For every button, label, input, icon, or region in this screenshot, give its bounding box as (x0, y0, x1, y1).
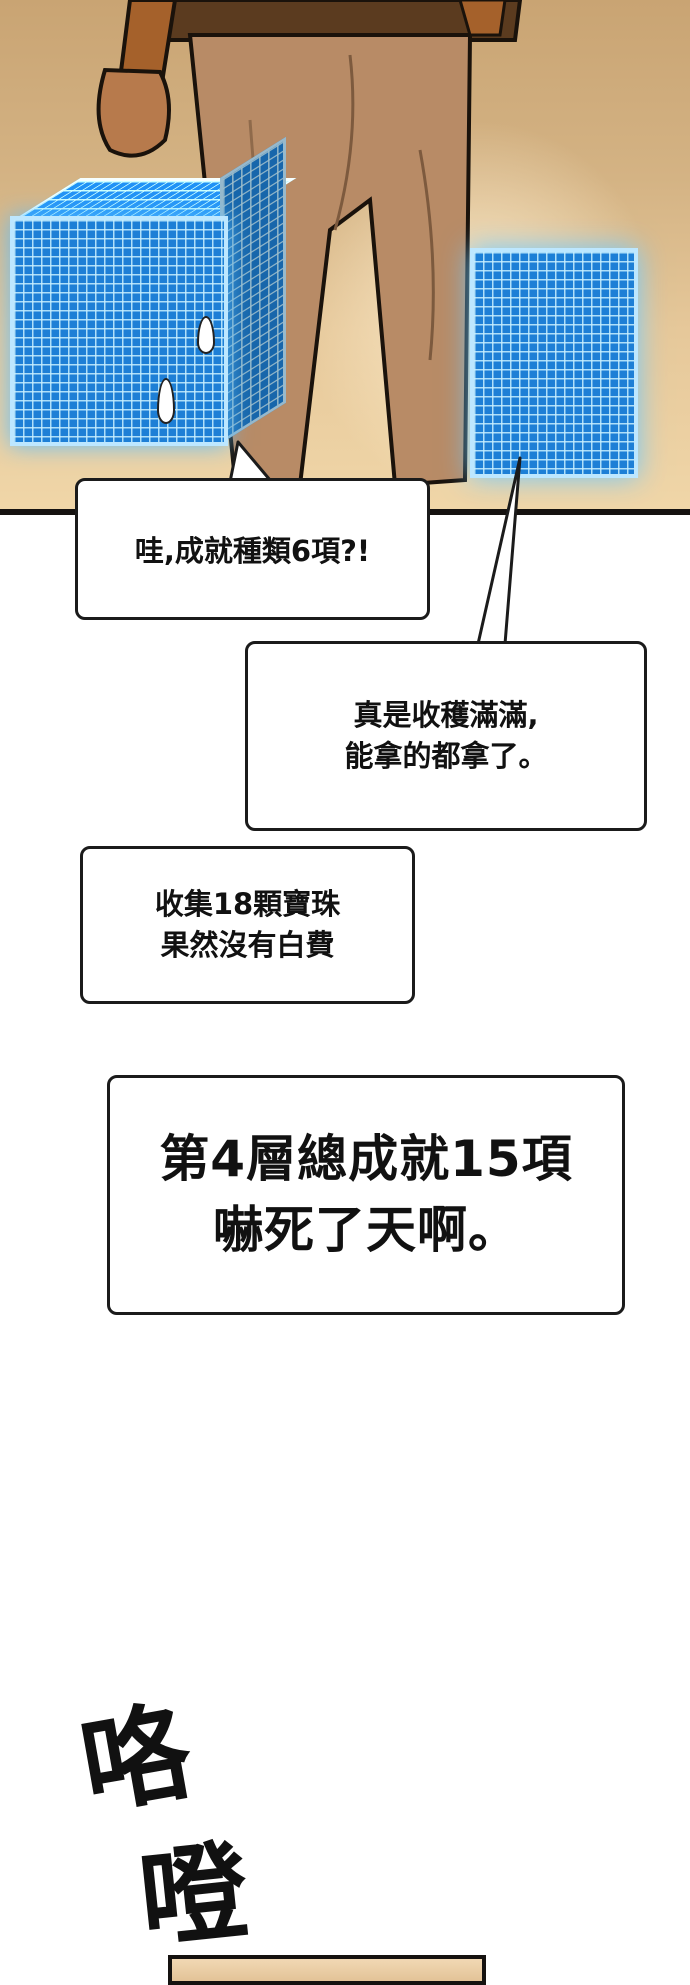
sound-effect-char-2: 噔 (133, 1828, 255, 1965)
sweat-drop-icon (157, 378, 175, 424)
sound-effect-char-1: 咯 (71, 1688, 200, 1831)
next-panel-edge (168, 1955, 486, 1985)
speech-bubble-achievement-types: 哇,成就種類6項?! (75, 478, 430, 620)
bubble-text: 第4層總成就15項 嚇死了天啊。 (159, 1130, 573, 1259)
bubble-text: 哇,成就種類6項?! (134, 534, 371, 568)
sweat-drop-icon (197, 316, 215, 354)
speech-bubble-orbs-worth-it: 收集18顆寶珠 果然沒有白費 (80, 846, 415, 1004)
bubble-tails (228, 440, 522, 645)
glowing-cube-left (10, 136, 297, 470)
speech-bubble-full-harvest: 真是收穫滿滿, 能拿的都拿了。 (245, 641, 647, 831)
bubble-text: 真是收穫滿滿, 能拿的都拿了。 (344, 697, 548, 773)
glowing-cube-right (470, 248, 638, 478)
speech-bubble-floor-total: 第4層總成就15項 嚇死了天啊。 (107, 1075, 625, 1315)
cube-front-face (10, 216, 228, 446)
bubble-text: 收集18顆寶珠 果然沒有白費 (154, 886, 341, 962)
top-panel-illustration (0, 0, 690, 515)
